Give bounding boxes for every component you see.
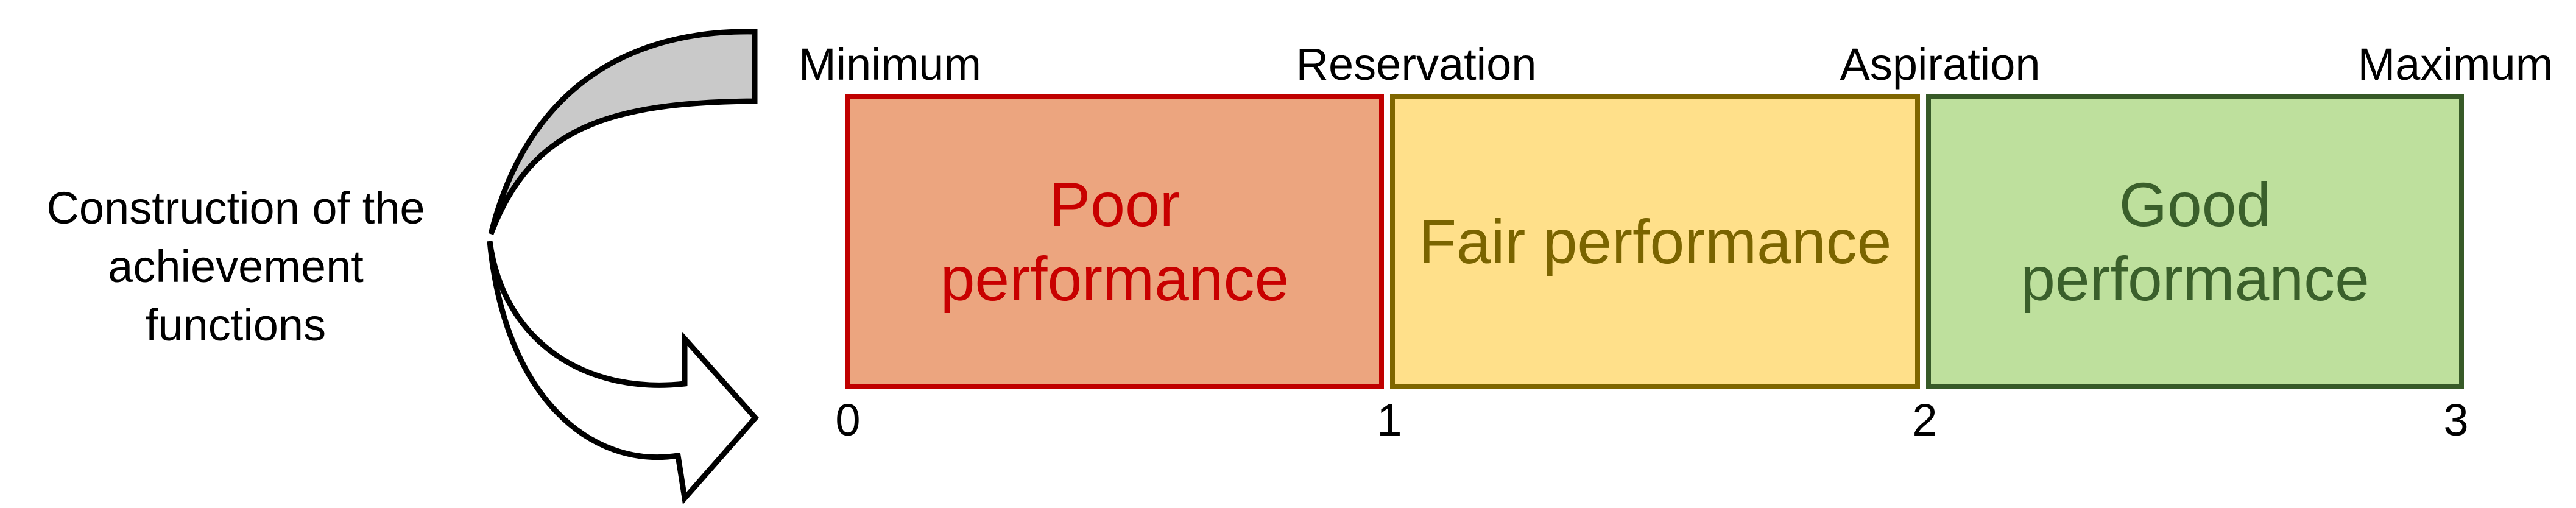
tick-3: 3 — [2443, 395, 2469, 445]
band-poor-performance: Poor performance — [845, 94, 1384, 389]
curved-arrow-upper-band — [488, 29, 758, 235]
band-fair-performance-label: Fair performance — [1418, 206, 1892, 277]
band-good-performance: Good performance — [1926, 94, 2464, 389]
curved-arrow-lower-band-and-head — [487, 241, 760, 505]
curved-arrow — [487, 29, 760, 505]
threshold-label-minimum: Minimum — [798, 39, 982, 90]
band-fair-performance: Fair performance — [1390, 94, 1920, 389]
threshold-label-reservation: Reservation — [1296, 39, 1537, 90]
tick-2: 2 — [1912, 395, 1938, 445]
threshold-label-aspiration: Aspiration — [1840, 39, 2041, 90]
tick-0: 0 — [835, 395, 861, 445]
tick-1: 1 — [1377, 395, 1402, 445]
band-poor-performance-label: Poor performance — [940, 169, 1290, 314]
band-good-performance-label: Good performance — [2020, 169, 2370, 314]
threshold-label-maximum: Maximum — [2357, 39, 2553, 90]
intro-label: Construction of the achievement function… — [46, 183, 425, 350]
